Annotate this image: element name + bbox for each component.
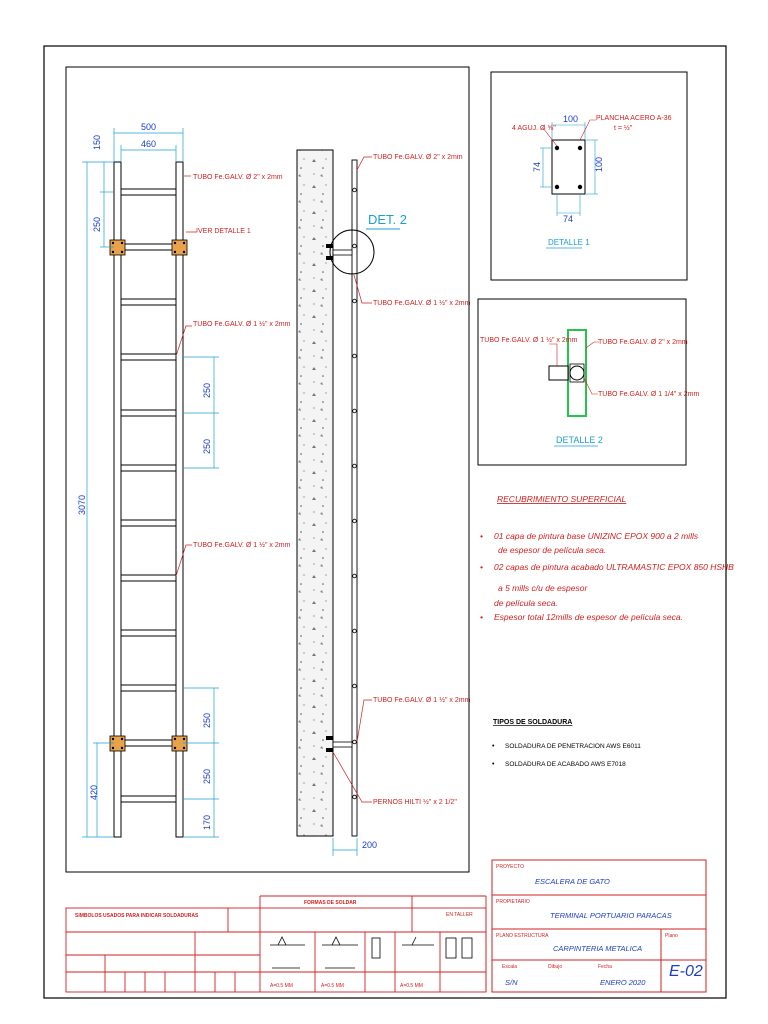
- recubrimiento-item-3: 02 capas de pintura acabado ULTRAMASTIC …: [494, 562, 734, 572]
- weld-col-3: A=0.5 MM: [400, 983, 423, 989]
- detalle-1-dim-right: 100: [594, 157, 604, 172]
- recubrimiento-title: RECUBRIMIENTO SUPERFICIAL: [497, 494, 627, 504]
- tb-proyecto: ESCALERA DE GATO: [535, 877, 610, 886]
- dim-bottom: 170: [202, 815, 212, 830]
- detalle-1-panel: [490, 71, 688, 281]
- recubrimiento-list: • 01 capa de pintura base UNIZINC EPOX 9…: [480, 531, 734, 622]
- ladder-right-rail: [175, 161, 184, 838]
- tb-proyecto-label: PROYECTO: [496, 864, 524, 870]
- soldadura-item-2: SOLDADURA DE ACABADO AWS E7018: [505, 761, 626, 768]
- svg-text:•: •: [492, 743, 495, 750]
- svg-text:•: •: [480, 562, 483, 572]
- dim-spacing-c: 250: [202, 713, 212, 728]
- dim-spacing-b: 250: [202, 439, 212, 454]
- detalle-2-right-top: TUBO Fe.GALV. Ø 2" x 2mm: [598, 339, 688, 346]
- weld-header: FORMAS DE SOLDAR: [304, 900, 357, 906]
- dim-width-outer: 500: [141, 122, 156, 132]
- detalle-1-drawing: [540, 119, 598, 216]
- ladder-left-rail: [113, 161, 122, 838]
- dim-spacing-top: 250: [92, 217, 102, 232]
- side-label-tubo-top: TUBO Fe.GALV. Ø 2" x 2mm: [373, 154, 463, 161]
- tb-plano-num-label: Plano: [665, 933, 678, 939]
- ladder-front-view: [109, 161, 188, 838]
- tb-escala: S/N: [505, 978, 518, 987]
- weld-col-2: A=0.5 MM: [321, 983, 344, 989]
- ladder-leaders: [175, 175, 198, 577]
- recubrimiento-item-2: de espesor de película seca.: [498, 545, 606, 555]
- ladder-label-tubo-1b: TUBO Fe.GALV. Ø 1 ½" x 2mm: [193, 541, 291, 549]
- side-view: [296, 149, 375, 856]
- dim-bottom-left: 420: [89, 785, 99, 800]
- detalle-1-title: DETALLE 1: [548, 238, 590, 247]
- detalle-1-espesor: t = ½": [614, 124, 633, 132]
- ladder-dimension-lines: [82, 128, 219, 838]
- anchor-plates: [109, 239, 188, 752]
- main-panel-border: [65, 66, 470, 873]
- detalle-2-title: DETALLE 2: [556, 435, 603, 445]
- side-label-tubo-bottom: TUBO Fe.GALV. Ø 1 ½" x 2mm: [373, 696, 471, 704]
- tb-propietario: TERMINAL PORTUARIO PARACAS: [550, 911, 672, 920]
- dim-top: 150: [92, 135, 102, 150]
- tb-fecha-label: Fecha: [598, 964, 612, 970]
- dim-total: 3070: [77, 495, 87, 515]
- weld-ref: EN TALLER: [446, 912, 473, 918]
- detalle-1-dim-top: 100: [563, 114, 578, 124]
- sheet-border: [43, 45, 727, 999]
- side-label-tubo-mid: TUBO Fe.GALV. Ø 1 ½" x 2mm: [373, 299, 471, 307]
- recubrimiento-item-1: 01 capa de pintura base UNIZINC EPOX 900…: [494, 531, 699, 541]
- weld-table: [65, 895, 487, 993]
- tb-escala-label: Escala: [502, 964, 517, 970]
- tb-fecha: ENERO 2020: [600, 978, 646, 987]
- detalle-1-dim-left: 74: [532, 162, 542, 172]
- tb-propietario-label: PROPIETARIO: [496, 899, 530, 905]
- recubrimiento-item-4: a 5 mills c/u de espesor: [498, 583, 588, 593]
- ladder-label-tubo-1a: TUBO Fe.GALV. Ø 1 ½" x 2mm: [193, 320, 291, 328]
- tb-dibujo-label: Dibujo: [548, 964, 562, 970]
- recubrimiento-item-6: Espesor total 12mills de espesor de pelí…: [494, 612, 683, 622]
- weld-col-1: A=0.5 MM: [270, 983, 293, 989]
- weld-symbols: [270, 936, 473, 969]
- ladder-label-ver-detalle: VER DETALLE 1: [198, 228, 251, 235]
- dim-spacing-a: 250: [202, 383, 212, 398]
- detalle-2-panel: [477, 298, 687, 466]
- side-leaders: [332, 156, 372, 803]
- detalle-1-plancha: PLANCHA ACERO A-36: [596, 115, 672, 122]
- tb-plano-label: PLANO ESTRUCTURA: [496, 933, 549, 939]
- detalle-2-right-bottom: TUBO Fe.GALV. Ø 1 1/4" x 2mm: [598, 391, 699, 398]
- side-dim-bottom: 200: [362, 840, 377, 850]
- ladder-rungs: [120, 188, 177, 803]
- detalle-2-left: TUBO Fe.GALV. Ø 1 ½" x 2mm: [480, 336, 578, 344]
- title-block: [491, 859, 707, 993]
- dim-width-inner: 460: [141, 139, 156, 149]
- tb-plano: CARPINTERIA METALICA: [553, 944, 642, 953]
- side-label-pernos: PERNOS HILTI ½" x 2 1/2": [373, 798, 457, 806]
- tb-plano-num: E-02: [669, 963, 703, 980]
- ladder-label-tubo-2: TUBO Fe.GALV. Ø 2" x 2mm: [193, 174, 283, 181]
- soldadura-item-1: SOLDADURA DE PENETRACION AWS E6011: [505, 743, 641, 750]
- svg-text:•: •: [492, 761, 495, 768]
- detalle-1-dim-bottom: 74: [563, 214, 573, 224]
- soldadura-title: TIPOS DE SOLDADURA: [493, 719, 572, 726]
- svg-text:•: •: [480, 531, 483, 541]
- detalle-1-agujeros: 4 AGUJ. Ø ⅝": [512, 125, 556, 132]
- recubrimiento-item-5: de película seca.: [494, 598, 558, 608]
- det-2-label: DET. 2: [368, 212, 407, 227]
- dim-spacing-d: 250: [202, 769, 212, 784]
- detalle-2-drawing: [548, 329, 599, 417]
- concrete-wall: [296, 149, 334, 837]
- weld-left-title: SIMBOLOS USADOS PARA INDICAR SOLDADURAS: [75, 913, 199, 919]
- side-rail: [351, 159, 358, 837]
- detail-2-callout-circle: [329, 229, 375, 275]
- svg-text:•: •: [480, 612, 483, 622]
